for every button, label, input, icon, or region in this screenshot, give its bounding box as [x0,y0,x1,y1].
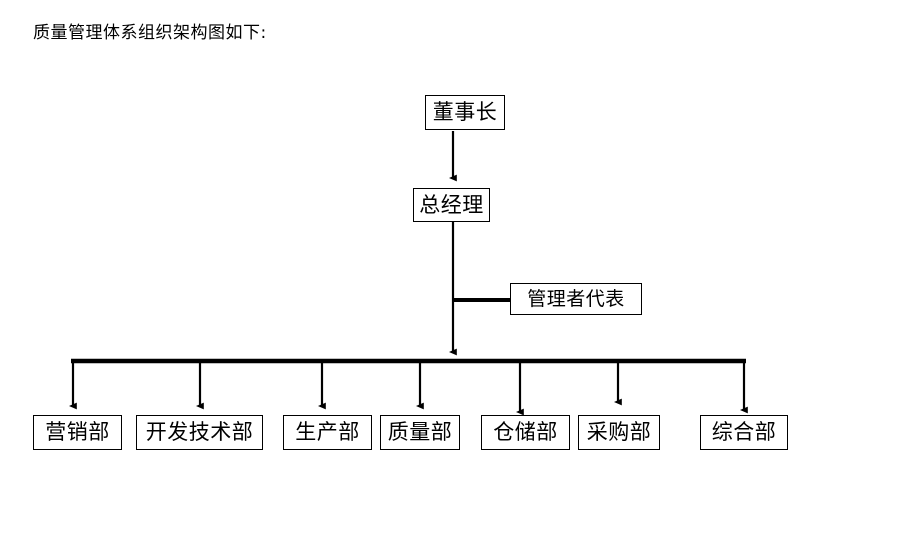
node-development-technology-department[interactable]: 开发技术部 [136,415,263,450]
node-chairman-label: 董事长 [432,100,498,124]
node-warehouse-department[interactable]: 仓储部 [481,415,570,450]
node-production-department-label: 生产部 [295,420,360,444]
node-general-affairs-department-label: 综合部 [711,420,777,444]
node-general-manager[interactable]: 总经理 [413,188,490,222]
node-general-affairs-department[interactable]: 综合部 [700,415,788,450]
node-chairman[interactable]: 董事长 [425,95,505,130]
node-warehouse-department-label: 仓储部 [493,420,558,444]
node-purchasing-department[interactable]: 采购部 [578,415,660,450]
node-quality-department-label: 质量部 [387,420,453,444]
node-marketing-department-label: 营销部 [45,420,110,444]
node-management-representative[interactable]: 管理者代表 [510,283,642,315]
node-management-representative-label: 管理者代表 [527,287,625,310]
node-production-department[interactable]: 生产部 [283,415,372,450]
page-title: 质量管理体系组织架构图如下: [33,23,267,43]
node-quality-department[interactable]: 质量部 [380,415,460,450]
node-purchasing-department-label: 采购部 [586,420,652,444]
node-marketing-department[interactable]: 营销部 [33,415,122,450]
node-general-manager-label: 总经理 [419,192,484,217]
node-development-technology-department-label: 开发技术部 [145,420,254,444]
